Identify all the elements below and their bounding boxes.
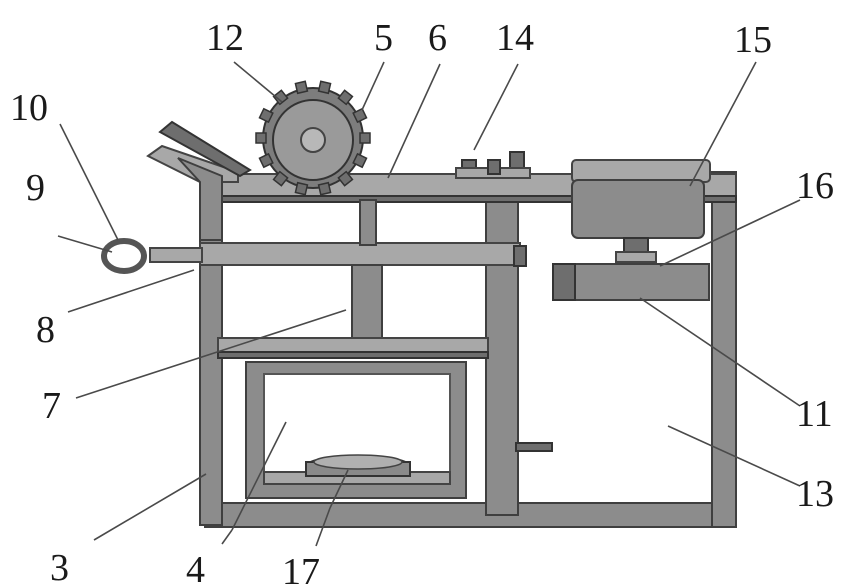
label-12: 12 [206,17,244,59]
rotor-tooth [272,170,289,187]
leader-13 [667,425,801,487]
upper-rod [359,199,377,246]
leader-10 [59,123,119,241]
label-8: 8 [36,309,55,351]
chute-support [177,157,223,241]
rotor-tooth [337,89,354,106]
leader-7 [75,309,347,399]
grinding-block-side [552,263,576,301]
label-11: 11 [796,393,833,435]
base-rail [204,502,736,528]
rotor-tooth [352,152,368,169]
rotor-tooth [255,132,267,144]
rotor-tooth [317,80,332,95]
label-9: 9 [26,167,45,209]
leader-6 [387,63,441,179]
press-plate-edge [217,351,489,359]
rotor-tooth [359,132,371,144]
leader-4b [231,421,287,531]
leader-11 [639,297,801,407]
shaft-end [513,245,527,267]
leader-15 [689,61,757,187]
bolt-cluster [455,151,531,179]
label-15: 15 [734,19,772,61]
rotor-teeth-group [255,80,371,196]
label-17: 17 [282,551,320,588]
handle-bar [149,247,203,263]
leader-12 [233,61,283,103]
label-6: 6 [428,17,447,59]
motor-cap [571,159,711,183]
label-4: 4 [186,549,205,588]
rotor-tooth [272,89,289,106]
leader-14 [473,63,519,151]
side-peg [515,442,553,452]
handle-ring [101,238,147,274]
rotor-tooth [294,80,309,95]
label-16: 16 [796,165,834,207]
rotor-tooth [352,107,368,124]
coupling-flange [615,251,657,263]
label-7: 7 [42,385,61,427]
leader-9 [57,235,113,253]
leader-4 [221,529,233,545]
label-3: 3 [50,547,69,588]
leader-16 [659,199,801,267]
leader-17 [315,507,331,547]
rotor-tooth [317,181,332,196]
bolt-c [487,159,501,175]
label-5: 5 [374,17,393,59]
dish-top [313,454,403,470]
rotor-tooth [258,107,274,124]
rotor-tooth [294,181,309,196]
middle-post [485,189,519,516]
horizontal-shaft [199,242,521,266]
feed-chute-upper [158,120,252,178]
vertical-cylinder [351,264,383,348]
rotor-hub [300,127,326,153]
rotor-assembly [255,80,371,196]
grinding-block [552,263,710,301]
leader-8 [67,269,195,313]
leader-3 [93,473,207,541]
rotor-tooth [258,152,274,169]
motor-body [571,179,705,239]
leader-5 [361,61,385,111]
leader-17b [329,469,349,509]
rotor-tooth [337,170,354,187]
label-13: 13 [796,473,834,515]
label-10: 10 [10,87,48,129]
label-14: 14 [496,17,534,59]
